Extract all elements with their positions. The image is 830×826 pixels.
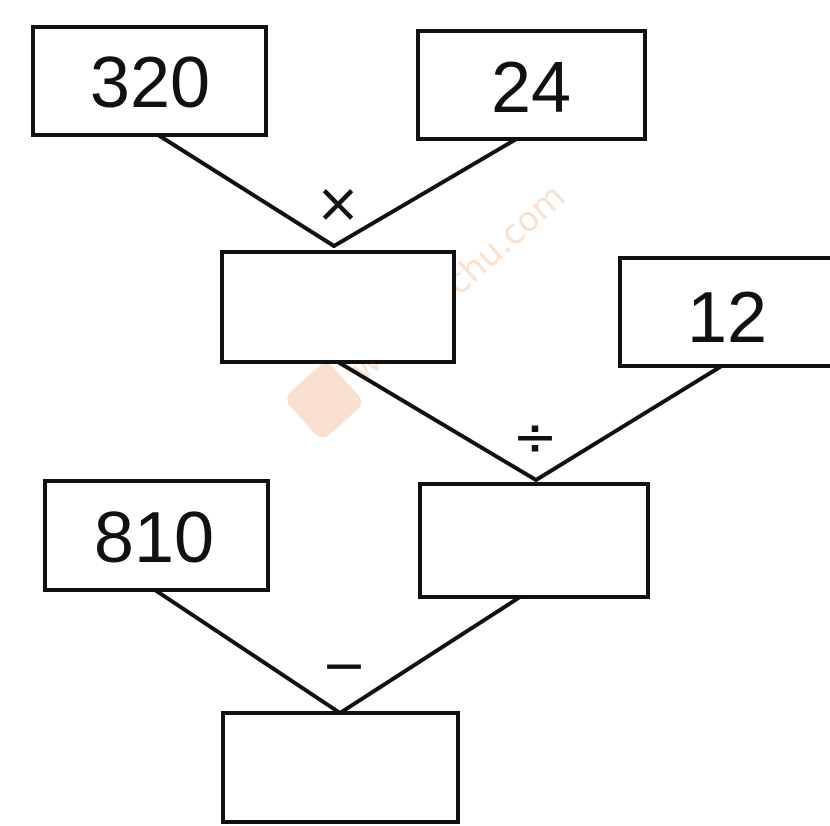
answer-box-quotient-frame[interactable] bbox=[418, 482, 650, 599]
answer-box-product-frame[interactable] bbox=[220, 250, 456, 364]
input-value-320: 320 bbox=[90, 43, 210, 123]
answer-box-product[interactable] bbox=[220, 250, 456, 364]
watermark-logo-mark bbox=[287, 363, 361, 438]
input-value-810: 810 bbox=[94, 498, 214, 578]
answer-box-quotient[interactable] bbox=[418, 482, 650, 599]
connector-810-to-difference bbox=[153, 588, 342, 715]
connectors bbox=[153, 131, 722, 715]
multiply-operator: × bbox=[315, 172, 360, 235]
input-value-12: 12 bbox=[687, 278, 767, 358]
input-value-24: 24 bbox=[491, 48, 571, 128]
subtract-operator: − bbox=[321, 634, 366, 697]
connector-12-to-quotient bbox=[534, 365, 722, 482]
input-box-320: 320 bbox=[31, 25, 268, 137]
divide-operator: ÷ bbox=[512, 406, 557, 469]
answer-box-difference-frame[interactable] bbox=[221, 711, 460, 824]
connector-24-to-product bbox=[332, 136, 520, 248]
connector-product-to-quotient bbox=[336, 360, 538, 482]
connector-320-to-product bbox=[153, 131, 336, 248]
input-box-24: 24 bbox=[416, 29, 647, 141]
input-box-24-frame bbox=[416, 29, 647, 141]
connector-quotient-to-difference bbox=[338, 595, 522, 715]
input-box-12-frame bbox=[618, 256, 830, 368]
answer-box-difference[interactable] bbox=[221, 711, 460, 824]
input-box-12: 12 bbox=[618, 256, 830, 368]
input-box-810: 810 bbox=[43, 479, 270, 592]
input-box-320-frame bbox=[31, 25, 268, 137]
input-box-810-frame bbox=[43, 479, 270, 592]
